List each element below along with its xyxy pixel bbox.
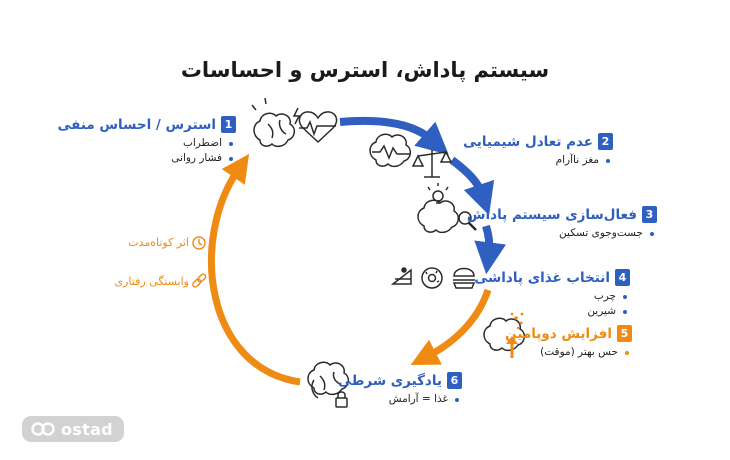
- step-2-title: عدم تعادل شیمیایی: [463, 133, 593, 150]
- short-term-label: اثر کوتاه‌مدت: [128, 236, 189, 249]
- brain-lightning-icon: [251, 97, 301, 148]
- step-1: 1 استرس / احساس منفی اضطراب فشار روانی: [57, 116, 236, 166]
- step-4-title: انتخاب غذای پاداشی: [474, 269, 610, 286]
- step-1-number: 1: [221, 116, 236, 133]
- clock-icon: [192, 236, 206, 250]
- step-4-bullet: چرب: [474, 289, 627, 304]
- search-icon: [458, 211, 477, 231]
- cake-slice-icon: [390, 267, 412, 285]
- dependency-text: وابستگی رفتاری: [114, 275, 189, 288]
- arrow-1-to-2: [339, 116, 449, 155]
- step-5-bullet: حس بهتر (موقت): [505, 345, 629, 360]
- step-3: 3 فعال‌سازی سیستم پاداش جست‌وجوی تسکین: [467, 206, 657, 241]
- donut-icon: [421, 267, 443, 289]
- step-2: 2 عدم تعادل شیمیایی مغز ناآرام: [463, 133, 613, 168]
- ostad-logo-icon: [31, 422, 55, 436]
- dependency-label: وابستگی رفتاری: [115, 275, 189, 288]
- burger-icon: [452, 267, 476, 289]
- step-4-bullet: شیرین: [474, 304, 627, 319]
- arrow-3-to-4: [474, 224, 507, 275]
- step-3-title: فعال‌سازی سیستم پاداش: [466, 206, 637, 223]
- step-6: 6 یادگیری شرطی غذا = آرامش: [338, 372, 462, 407]
- arrow-2-to-3: [449, 156, 495, 216]
- step-1-bullet: فشار روانی: [57, 151, 233, 166]
- dopamine-brain-icon: [483, 312, 526, 358]
- chain-link-icon: [192, 273, 207, 288]
- step-2-number: 2: [598, 133, 613, 150]
- step-4: 4 انتخاب غذای پاداشی چرب شیرین: [474, 269, 630, 319]
- step-4-number: 4: [615, 269, 630, 286]
- page-title: سیستم پاداش، استرس و احساسات: [180, 58, 550, 82]
- step-5-number: 5: [617, 325, 632, 342]
- step-1-bullet: اضطراب: [57, 136, 233, 151]
- balance-scale-icon: [411, 150, 453, 178]
- step-1-title: استرس / احساس منفی: [57, 116, 216, 133]
- ostad-logo: ostad: [22, 416, 124, 442]
- short-term-text: اثر کوتاه‌مدت: [128, 236, 189, 249]
- brain-wave-icon: [369, 133, 412, 168]
- arrow-4-to-6: [410, 288, 492, 366]
- step-6-title: یادگیری شرطی: [338, 372, 442, 389]
- heartbeat-icon: [298, 111, 338, 144]
- brand-name: ostad: [61, 419, 113, 439]
- brain-idea-icon: [417, 183, 460, 234]
- arrow-6-to-1: [208, 153, 301, 386]
- step-5: 5 افزایش دوپامین حس بهتر (موقت): [505, 325, 632, 360]
- step-6-number: 6: [447, 372, 462, 389]
- brain-lock-icon: [307, 361, 350, 408]
- step-5-title: افزایش دوپامین: [505, 325, 612, 342]
- step-3-number: 3: [642, 206, 657, 223]
- step-6-bullet: غذا = آرامش: [338, 392, 459, 407]
- step-3-bullet: جست‌وجوی تسکین: [467, 226, 655, 241]
- step-2-bullet: مغز ناآرام: [463, 153, 610, 168]
